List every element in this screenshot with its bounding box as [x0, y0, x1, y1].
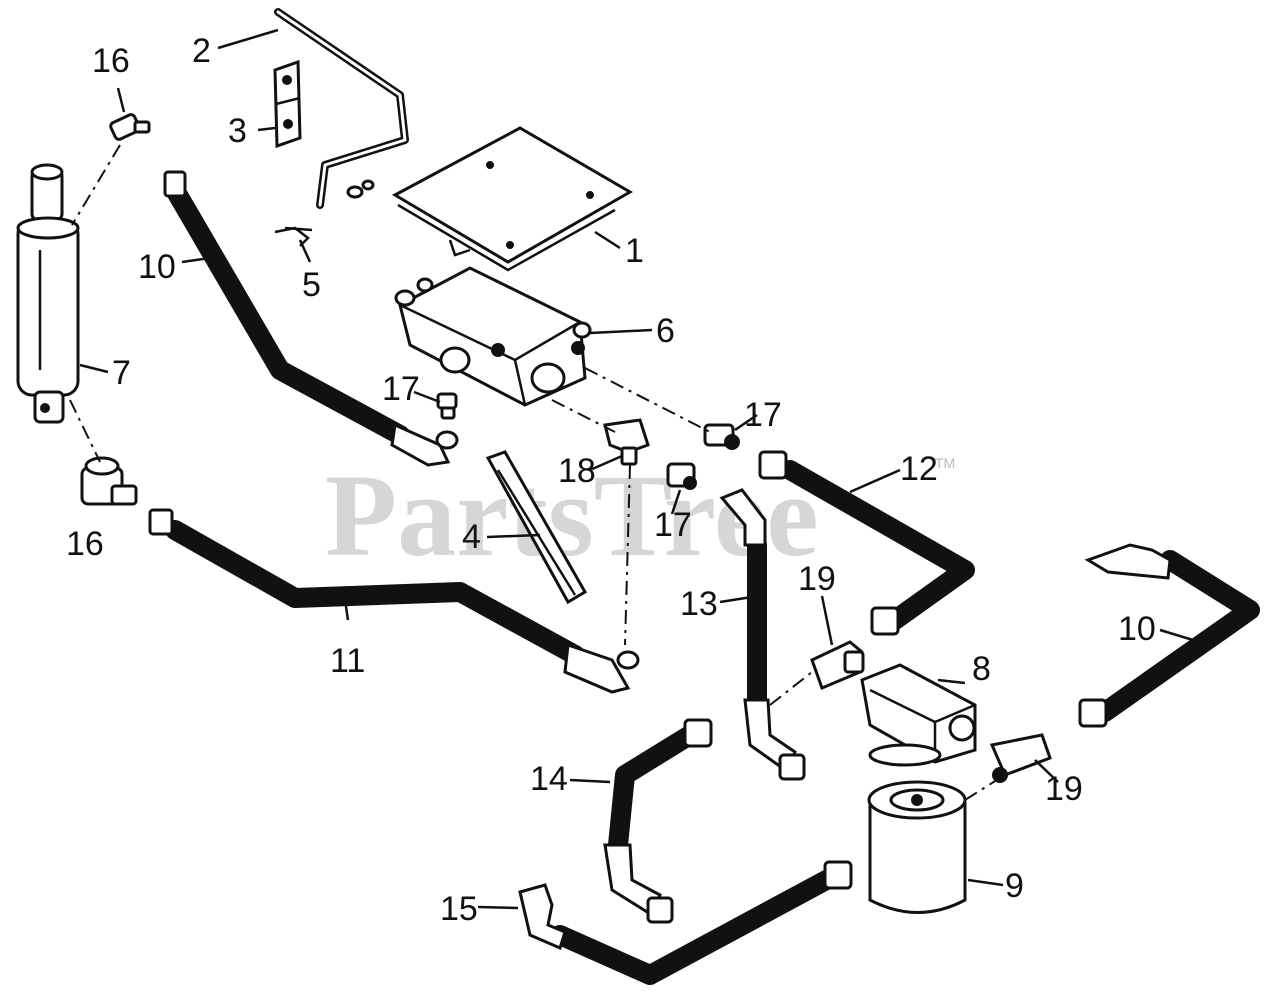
part-tee-fitting-19-upper — [810, 640, 865, 690]
callout-10-left: 10 — [138, 248, 176, 286]
callout-17-right: 17 — [744, 396, 782, 434]
part-hydraulic-cylinder — [16, 163, 80, 424]
callout-18: 18 — [558, 452, 596, 490]
callout-9: 9 — [1005, 867, 1024, 905]
leader-lines — [79, 28, 1194, 910]
callout-4: 4 — [462, 518, 481, 556]
callout-16-top: 16 — [92, 42, 130, 80]
part-elbow-fitting-top — [109, 113, 151, 141]
part-hose-15 — [518, 860, 853, 985]
part-fitting-17-right — [703, 423, 740, 450]
trademark-mark: TM — [935, 455, 955, 471]
part-hose-13 — [719, 488, 806, 781]
callout-19-upper: 19 — [798, 560, 836, 598]
callout-10-right: 10 — [1118, 610, 1156, 648]
callout-13: 13 — [680, 585, 718, 623]
callout-7: 7 — [112, 354, 131, 392]
callout-19-lower: 19 — [1045, 770, 1083, 808]
callout-17-left: 17 — [382, 370, 420, 408]
part-hose-12 — [758, 450, 975, 636]
part-fitting-17-left — [436, 392, 458, 420]
part-hose-long — [148, 508, 640, 694]
part-hose-left — [163, 170, 459, 467]
part-support-bar — [485, 450, 588, 605]
callout-6: 6 — [656, 312, 675, 350]
callout-17-center: 17 — [654, 506, 692, 544]
part-mounting-plate — [391, 126, 633, 272]
callout-8: 8 — [972, 650, 991, 688]
part-tee-fitting-19-lower — [989, 733, 1052, 783]
callout-1: 1 — [625, 232, 644, 270]
callout-2: 2 — [192, 32, 211, 70]
callout-11: 11 — [330, 642, 365, 680]
callout-16-bottom: 16 — [66, 525, 104, 563]
part-lift-rod — [274, 8, 409, 209]
part-tee-fitting-bottom — [80, 456, 138, 506]
part-fitting-17-center — [666, 462, 697, 490]
part-clip — [274, 226, 313, 247]
callout-5: 5 — [302, 266, 321, 304]
part-hose-right — [1078, 543, 1260, 728]
callout-15: 15 — [440, 890, 478, 928]
part-oil-filter — [867, 780, 967, 914]
callout-14: 14 — [530, 760, 568, 798]
callout-3: 3 — [228, 112, 247, 150]
part-control-valve — [394, 266, 592, 407]
part-filter-head — [860, 663, 977, 767]
callout-12: 12 — [900, 450, 938, 488]
assembly-lines — [69, 144, 1001, 801]
part-bracket — [273, 59, 302, 149]
part-hose-14 — [603, 718, 713, 924]
